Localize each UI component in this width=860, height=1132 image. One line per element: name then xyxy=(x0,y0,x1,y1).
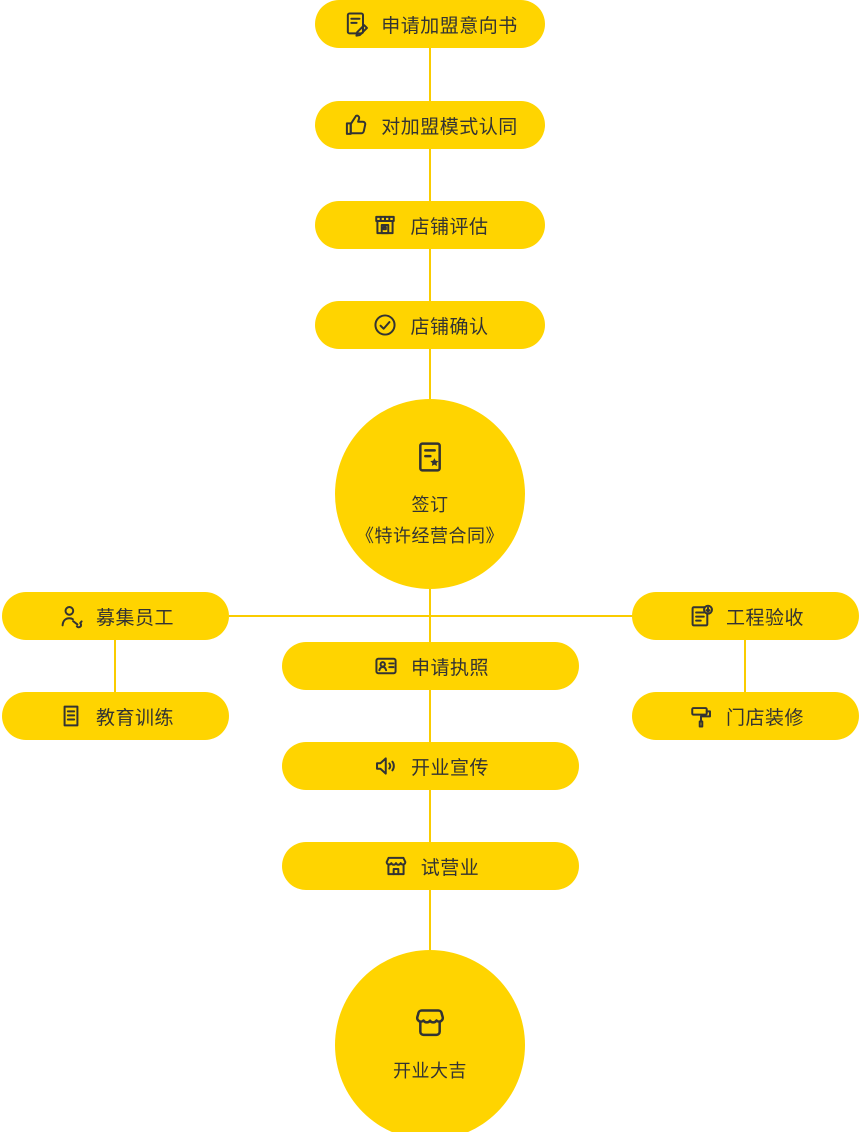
storefront-icon xyxy=(371,211,399,239)
id-card-icon xyxy=(372,652,400,680)
step-label: 开业宣传 xyxy=(410,757,489,779)
step-label: 申请加盟意向书 xyxy=(381,15,518,37)
step-store-decoration: 门店装修 xyxy=(632,692,859,740)
book-icon xyxy=(57,702,85,730)
step-label: 申请执照 xyxy=(410,657,489,679)
step-apply-license: 申请执照 xyxy=(282,642,579,690)
step-label: 工程验收 xyxy=(725,607,804,629)
step-store-confirm: 店铺确认 xyxy=(315,301,545,349)
connector-line xyxy=(229,615,633,617)
step-label: 开业大吉 xyxy=(393,1061,467,1081)
storefront-awning-icon xyxy=(410,1003,450,1043)
step-label: 对加盟模式认同 xyxy=(381,116,518,138)
document-pen-icon xyxy=(342,10,370,38)
person-wrench-icon xyxy=(57,602,85,630)
step-label: 门店装修 xyxy=(725,707,804,729)
connector-line xyxy=(429,890,431,952)
connector-line xyxy=(429,690,431,743)
storefront-scallop-icon xyxy=(382,852,410,880)
step-grand-opening: 开业大吉 xyxy=(335,950,525,1132)
contract-seal-icon xyxy=(410,437,450,477)
step-label: 募集员工 xyxy=(95,607,174,629)
step-label: 店铺评估 xyxy=(410,216,489,238)
step-training: 教育训练 xyxy=(2,692,229,740)
connector-line xyxy=(744,640,746,693)
check-circle-icon xyxy=(371,311,399,339)
step-label-group: 签订 《特许经营合同》 xyxy=(356,490,504,552)
connector-line xyxy=(429,249,431,302)
connector-line xyxy=(429,790,431,843)
step-apply-intent: 申请加盟意向书 xyxy=(315,0,545,48)
connector-line xyxy=(429,149,431,202)
connector-line xyxy=(429,349,431,400)
step-agree-model: 对加盟模式认同 xyxy=(315,101,545,149)
speaker-icon xyxy=(372,752,400,780)
step-store-evaluation: 店铺评估 xyxy=(315,201,545,249)
step-sign-contract: 签订 《特许经营合同》 xyxy=(335,399,525,589)
step-label: 教育训练 xyxy=(95,707,174,729)
document-check-badge-icon xyxy=(687,602,715,630)
step-trial-operation: 试营业 xyxy=(282,842,579,890)
step-label-line2: 《特许经营合同》 xyxy=(356,525,504,546)
step-label-line1: 签订 xyxy=(411,494,449,515)
step-project-acceptance: 工程验收 xyxy=(632,592,859,640)
step-recruit-staff: 募集员工 xyxy=(2,592,229,640)
step-label: 店铺确认 xyxy=(410,316,489,338)
paint-roller-icon xyxy=(687,702,715,730)
connector-line xyxy=(429,48,431,102)
connector-line xyxy=(114,640,116,693)
step-opening-promotion: 开业宣传 xyxy=(282,742,579,790)
thumbs-up-icon xyxy=(342,111,370,139)
step-label-group: 开业大吉 xyxy=(393,1056,467,1087)
step-label: 试营业 xyxy=(420,857,480,879)
